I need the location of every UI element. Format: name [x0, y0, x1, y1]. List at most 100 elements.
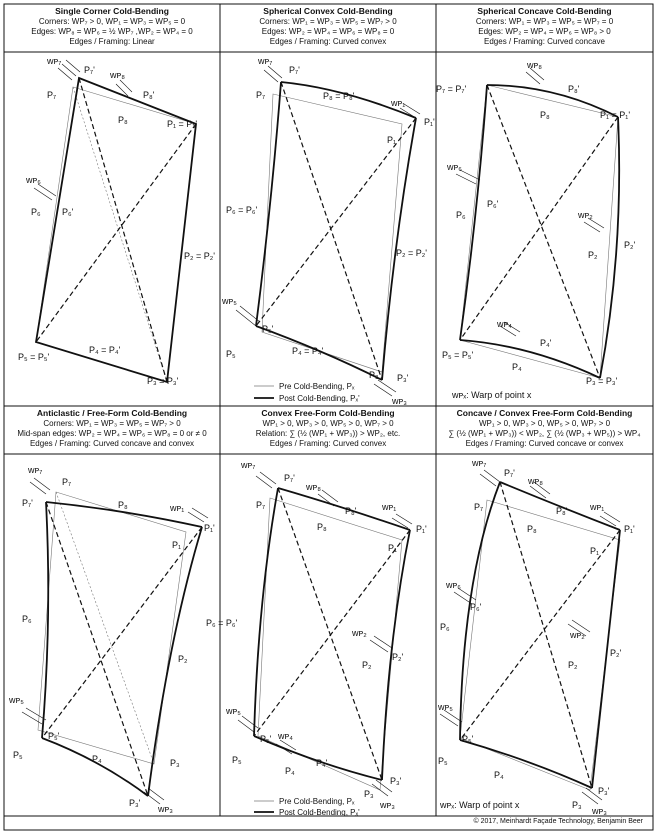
point-label: P₈' — [345, 506, 357, 516]
panel-title: Concave / Convex Free-Form Cold-Bending — [456, 408, 633, 418]
point-label: P₈ — [317, 522, 327, 532]
panel-header: Spherical Convex Cold-Bending Corners: W… — [220, 4, 436, 52]
panel-spherical-convex: Pre Cold-Bending, Pₓ Post Cold-Bending, … — [221, 56, 435, 406]
point-label: P₁' — [624, 524, 635, 534]
point-label: P₄ — [512, 362, 522, 372]
panel-title: Spherical Convex Cold-Bending — [263, 6, 393, 16]
post-diagonal — [280, 81, 383, 381]
warp-label: wᴘ₁ — [390, 98, 405, 108]
warp-label: wᴘ₃ — [157, 804, 173, 814]
panel-header: Anticlastic / Free-Form Cold-Bending Cor… — [4, 406, 220, 454]
point-label: P₅ — [438, 756, 448, 766]
point-label: P₅' — [260, 734, 272, 744]
post-bending-outline — [459, 481, 621, 789]
warp-markers — [235, 65, 421, 397]
point-label: P₂ = P₂' — [184, 251, 215, 261]
post-diagonal — [255, 117, 417, 327]
point-label: P₇ — [256, 500, 265, 510]
warp-label: wᴘ₅ — [221, 296, 237, 306]
panel-title: Anticlastic / Free-Form Cold-Bending — [36, 408, 188, 418]
point-label: P₂ = P₂' — [396, 248, 427, 258]
warp-label: wᴘ₃ — [379, 800, 395, 810]
edge-rule: ∑ (½ (WP₁ + WP₃)) < WP₂, ∑ (½ (WP₃ + WP₅… — [448, 429, 641, 438]
panel-anticlastic: wᴘ₇ P₇ P₇' P₈ wᴘ₁ P₁' P₁ P₆ P₂ wᴘ₅ P₅' P… — [8, 465, 215, 814]
post-bending-outline — [41, 501, 203, 797]
point-label: P₆ — [22, 614, 32, 624]
post-diagonal — [277, 487, 383, 781]
pre-bending-outline — [261, 93, 403, 373]
point-label: P₃ = P₃' — [586, 376, 618, 386]
point-label: P₃ = P₃' — [147, 376, 179, 386]
grid-frame — [3, 3, 654, 831]
copyright-notice: © 2017, Meinhardt Façade Technology, Ben… — [473, 818, 643, 825]
warp-label: wᴘ₈ — [527, 476, 543, 486]
point-label: P₇ — [62, 477, 71, 487]
point-label: P₃ — [572, 800, 582, 810]
warp-label: wᴘ₇ — [27, 465, 42, 475]
framing-rule: Edges / Framing: Curved concave or conve… — [465, 439, 624, 448]
warp-label: wᴘ₆ — [446, 162, 462, 172]
point-label: P₆ — [440, 622, 450, 632]
point-label: P₆' — [487, 199, 499, 209]
point-label: P₁ — [590, 546, 599, 556]
point-label: P₈ — [527, 524, 537, 534]
post-diagonal — [459, 529, 621, 741]
warp-label: wᴘ₇ — [471, 458, 486, 468]
pre-diagonal — [55, 491, 155, 765]
warp-label: wᴘ₅ — [8, 695, 24, 705]
point-label: P₂ — [178, 654, 188, 664]
warp-label: wᴘ₅ — [437, 702, 453, 712]
point-label: P₅ — [226, 349, 236, 359]
point-label: P₅ = P₅' — [18, 352, 50, 362]
corner-rule: Corners: WP₁ = WP₃ = WP₅ = WP₇ > 0 — [43, 419, 181, 428]
panel-header: Spherical Concave Cold-Bending Corners: … — [436, 4, 653, 52]
edge-rule: Relation: ∑ (½ (WP₁ + WP₃)) > WP₂, etc. — [255, 429, 401, 438]
warp-label: wᴘ₂ — [569, 630, 585, 640]
point-label: P₅' — [262, 324, 274, 334]
framing-rule: Edges / Framing: Curved concave — [484, 37, 605, 46]
warp-label: wᴘ₁ — [169, 503, 184, 513]
warp-markers — [455, 67, 605, 337]
corner-rule: Corners: WP₇ > 0, WP₁ = WP₃ = WP₅ = 0 — [38, 17, 186, 26]
panel-concave-convex-free-form: wᴘₓ: Warp of point x wᴘ₇ P₇' wᴘ₈ P₇ P₈' … — [437, 458, 635, 816]
warp-label: wᴘ₇ — [240, 460, 255, 470]
point-label: P₇' — [289, 65, 300, 75]
post-diagonal — [459, 116, 619, 341]
point-label: P₂ — [588, 250, 598, 260]
point-label: P₆' — [62, 207, 74, 217]
corner-rule: Corners: WP₁ = WP₃ = WP₅ = WP₇ > 0 — [259, 17, 397, 26]
point-label: P₃' — [129, 798, 141, 808]
post-bending-outline — [34, 76, 197, 384]
warp-label: wᴘ₅ — [225, 706, 241, 716]
warp-label: wᴘ₂ — [351, 628, 367, 638]
point-label: P₇ — [474, 502, 483, 512]
point-label: P₁' — [416, 524, 427, 534]
point-label: P₄ = P₄' — [89, 345, 121, 355]
point-label: P₄ — [494, 770, 504, 780]
point-label: P₈ — [118, 115, 128, 125]
point-label: P₇ = P₇' — [436, 84, 466, 94]
edge-rule: Edges: WP₈ = WP₆ = ½ WP₇ ,WP₂ = WP₄ = 0 — [31, 27, 193, 36]
point-label: P₂' — [610, 648, 621, 658]
warp-legend: wᴘₓ: Warp of point x — [439, 800, 520, 810]
point-label: P₅ — [232, 755, 242, 765]
point-label: P₈ — [118, 500, 128, 510]
point-label: P₈ = P₈' — [323, 91, 355, 101]
point-label: P₄' — [316, 758, 328, 768]
warp-label: wᴘ₃ — [591, 806, 607, 816]
point-label: P₁' — [424, 117, 435, 127]
point-label: P₆ — [31, 207, 41, 217]
legend-post-label: Post Cold-Bending, Pₓ' — [279, 394, 360, 403]
warp-label: wᴘ₆ — [445, 580, 461, 590]
warp-label: wᴘ₄ — [277, 731, 293, 741]
point-label: P₇ — [256, 90, 265, 100]
corner-rule: WP₁ > 0, WP₃ > 0, WP₅ > 0, WP₇ > 0 — [478, 419, 611, 428]
point-label: P₄ — [285, 766, 295, 776]
point-label: P₂ — [362, 660, 372, 670]
point-label: P₁ = P₁' — [600, 110, 630, 120]
point-label: P₅' — [48, 731, 60, 741]
edge-rule: Edges: WP₂ = WP₄ = WP₆ = WP₈ > 0 — [478, 27, 611, 36]
panel-convex-free-form: Pre Cold-Bending, Pₓ Post Cold-Bending, … — [206, 460, 427, 817]
legend-pre-label: Pre Cold-Bending, Pₓ — [279, 382, 355, 391]
point-label: P₈' — [556, 506, 568, 516]
